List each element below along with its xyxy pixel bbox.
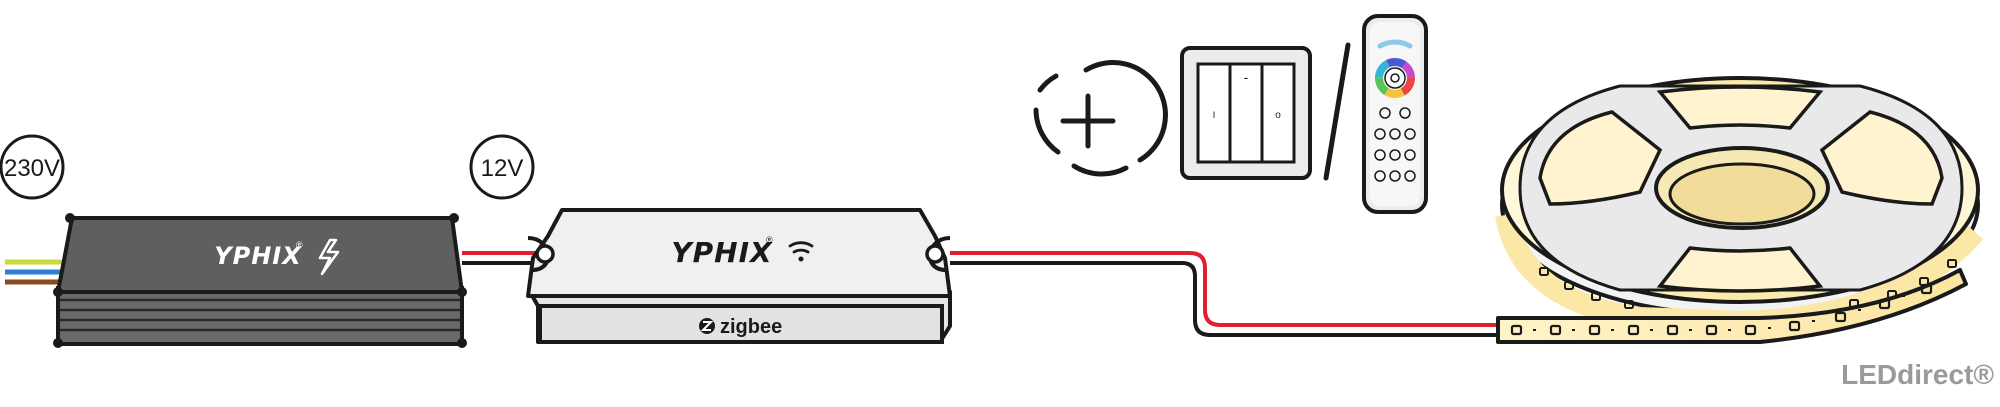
zigbee-label: zigbee [720, 316, 782, 338]
output-voltage-label: 12V [481, 155, 524, 182]
output-voltage-badge: 12V [469, 134, 535, 200]
switch-mark-center: - [1244, 69, 1249, 85]
mains-wires [5, 259, 62, 285]
input-voltage-badge: 230V [0, 134, 65, 200]
psu-brand-reg: ® [296, 240, 303, 250]
psu-brand: YPHIX [214, 242, 302, 270]
lightning-icon [318, 238, 340, 276]
wifi-icon [788, 241, 814, 262]
color-wheel-icon [1375, 58, 1415, 98]
input-voltage-label: 230V [4, 155, 60, 182]
add-pairing-icon [1033, 60, 1168, 177]
controller-brand: YPHIX [671, 236, 773, 269]
switch-mark-right: o [1275, 110, 1281, 121]
power-supply: YPHIX ® [53, 213, 467, 348]
or-divider [1323, 42, 1351, 181]
zigbee-logo [699, 318, 715, 334]
switch-mark-left: I [1213, 110, 1216, 120]
wall-switch: I - o [1180, 46, 1312, 180]
led-strip [1496, 268, 1968, 344]
zigbee-controller: YPHIX ® zigbee [526, 208, 952, 344]
dc-wires-2 [950, 251, 1500, 337]
led-strip-reel [1495, 76, 1984, 334]
controller-brand-reg: ® [766, 235, 773, 245]
watermark-logo: LEDdirect® [1841, 359, 1994, 390]
remote-control [1362, 14, 1428, 214]
